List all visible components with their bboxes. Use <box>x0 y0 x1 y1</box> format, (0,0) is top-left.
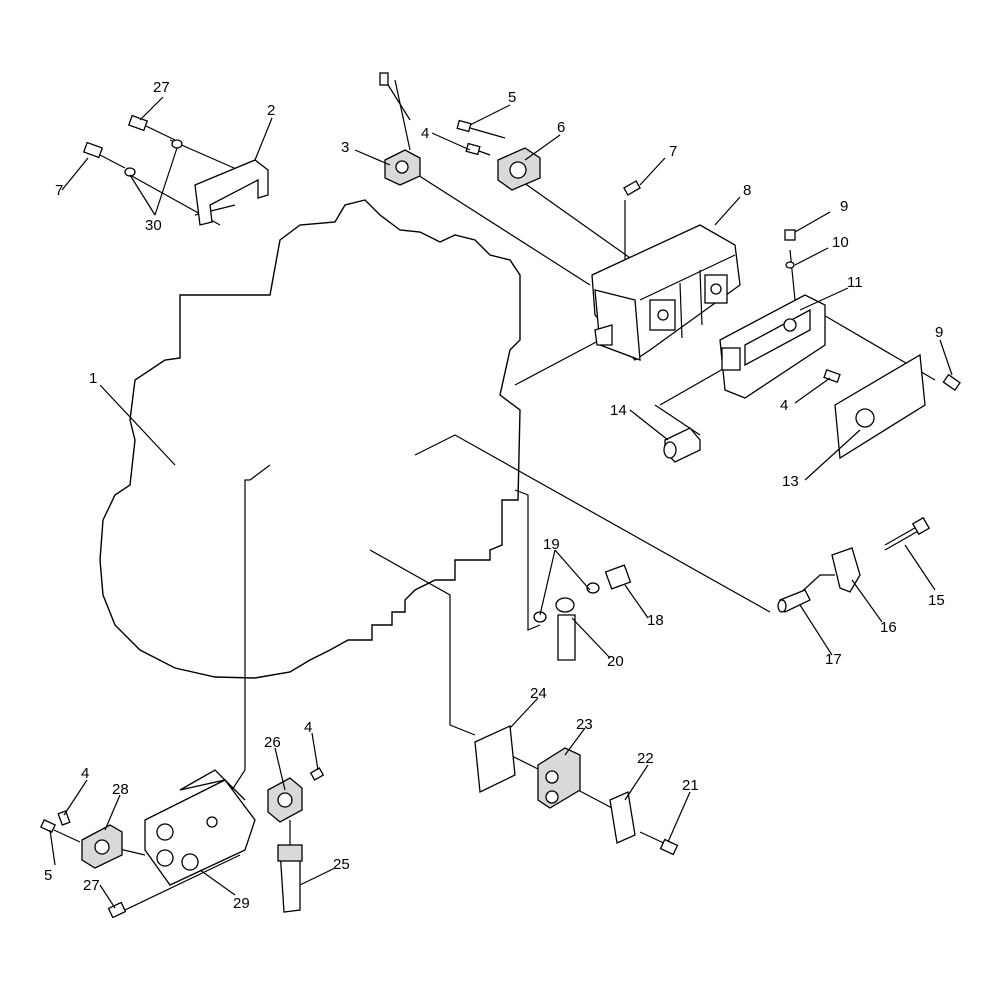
hose-part-25 <box>277 844 303 913</box>
bolt-part-4-right <box>823 369 841 383</box>
callout-9-right: 9 <box>935 324 943 341</box>
callout-2: 2 <box>267 102 275 119</box>
callout-1: 1 <box>89 370 97 387</box>
cover-plate-part-13 <box>834 353 926 460</box>
callout-4-upper: 4 <box>421 125 429 142</box>
callout-8: 8 <box>743 182 751 199</box>
bolt-part-5-low-left <box>40 818 81 843</box>
flange-part-28 <box>81 824 123 869</box>
callout-10: 10 <box>832 234 849 251</box>
callout-4-lower-right: 4 <box>304 719 312 736</box>
bracket-part-2 <box>194 159 269 226</box>
callout-4-right: 4 <box>780 397 788 414</box>
bolt-part-27-low <box>107 901 127 919</box>
callout-3: 3 <box>341 139 349 156</box>
bolt-part-21 <box>639 831 679 856</box>
callout-25: 25 <box>333 856 350 873</box>
callout-13: 13 <box>782 473 799 490</box>
callout-15: 15 <box>928 592 945 609</box>
callout-5-upper: 5 <box>508 89 516 106</box>
callout-7-left: 7 <box>55 182 63 199</box>
flange-part-3 <box>384 149 421 186</box>
callout-11: 11 <box>847 274 863 291</box>
callout-14: 14 <box>610 402 627 419</box>
callout-30: 30 <box>145 217 162 234</box>
flange-part-6 <box>497 147 541 191</box>
callout-29: 29 <box>233 895 250 912</box>
bolt-part-27-top <box>127 114 176 141</box>
callout-6: 6 <box>557 119 565 136</box>
callout-28: 28 <box>112 781 129 798</box>
bolt-part-15 <box>884 516 931 551</box>
plate-part-22 <box>609 791 636 844</box>
callout-7-right: 7 <box>669 143 677 160</box>
callout-5-lower: 5 <box>44 867 52 884</box>
callout-labels: 1 2 3 4 4 4 4 5 5 6 7 7 8 9 9 10 11 13 1… <box>44 79 945 912</box>
bolt-part-7-right <box>623 180 641 196</box>
callout-18: 18 <box>647 612 664 629</box>
sleeve-part-17 <box>777 589 811 613</box>
hydraulic-pump-part-29 <box>144 769 256 886</box>
housing-part-11 <box>719 294 826 399</box>
flange-part-26 <box>267 777 303 823</box>
bolt-part-7-left <box>82 141 126 169</box>
callout-26: 26 <box>264 734 281 751</box>
callout-27-upper: 27 <box>153 79 170 96</box>
callout-19: 19 <box>543 536 560 553</box>
bolt-part-4-low-right <box>309 767 325 781</box>
bolt-part-4-top <box>379 72 389 86</box>
clamp-block-part-23 <box>537 747 581 809</box>
callout-9-upper: 9 <box>840 198 848 215</box>
callout-leaders <box>49 96 953 909</box>
callout-24: 24 <box>530 685 547 702</box>
banjo-fitting-part-20 <box>555 597 576 661</box>
plate-part-24 <box>474 725 516 793</box>
washer-part-19 <box>533 582 600 623</box>
callout-4-lower-left: 4 <box>81 765 89 782</box>
bolt-part-18 <box>604 564 632 590</box>
callout-23: 23 <box>576 716 593 733</box>
callout-16: 16 <box>880 619 897 636</box>
fitting-part-14 <box>663 427 701 463</box>
hydraulic-pump-part-8 <box>591 224 741 361</box>
callout-20: 20 <box>607 653 624 670</box>
bolt-part-4-mid <box>465 142 491 156</box>
callout-22: 22 <box>637 750 654 767</box>
callout-27-lower: 27 <box>83 877 100 894</box>
bolt-part-9-right <box>942 373 961 392</box>
engine-block <box>99 199 521 679</box>
bolt-part-4-low-left <box>57 810 71 826</box>
bolt-part-9-top <box>784 229 796 241</box>
callout-17: 17 <box>825 651 842 668</box>
connection-lines <box>114 79 936 911</box>
washer-part-10 <box>785 261 795 269</box>
callout-21: 21 <box>682 777 699 794</box>
bolt-part-5-top <box>456 119 506 139</box>
